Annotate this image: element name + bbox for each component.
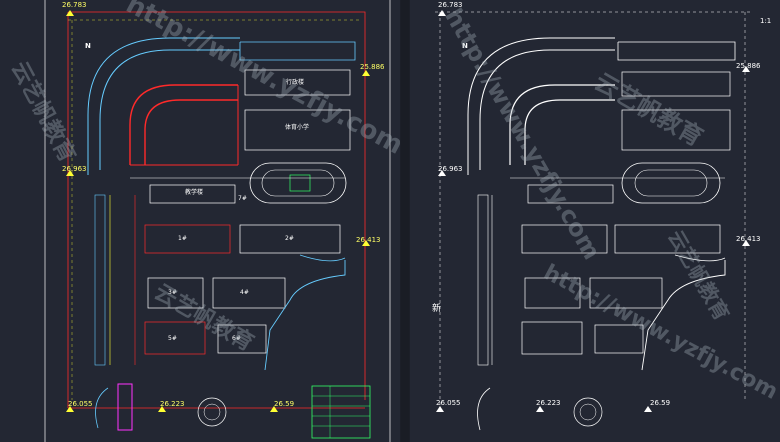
- viewport-divider[interactable]: [401, 0, 409, 442]
- label-long-bar: 教学楼: [185, 189, 204, 196]
- elevation-bottom-left-right: 26.055: [436, 399, 461, 407]
- elevation-bottom-right: 26.59: [274, 400, 295, 408]
- label-top-block: 行政楼: [286, 79, 305, 86]
- label-block-b: 2#: [285, 235, 294, 242]
- label-block-e: 5#: [168, 335, 177, 342]
- elevation-top-right: 25.886: [360, 63, 385, 71]
- elevation-mid-left: 26.963: [62, 165, 87, 173]
- side-character: 新: [432, 304, 442, 314]
- label-block-a: 1#: [178, 235, 187, 242]
- left-cad-viewport[interactable]: N 26.783 25.886 26.963 26.413 26.055 26.…: [0, 0, 400, 442]
- right-cad-viewport[interactable]: N 26.783 25.886 26.963 26.413 26.055 26.…: [410, 0, 780, 442]
- elevation-mid-right-right: 26.413: [736, 235, 761, 243]
- north-arrow-label-right: N: [462, 42, 468, 50]
- elevation-bottom-right-right: 26.59: [650, 399, 671, 407]
- label-block-c: 3#: [168, 289, 177, 296]
- elevation-bottom-mid: 26.223: [160, 400, 185, 408]
- elevation-top-left: 26.783: [62, 1, 87, 9]
- right-site-plan-drawing: [435, 10, 750, 431]
- north-arrow-label: N: [85, 42, 91, 50]
- elevation-mid-right: 26.413: [356, 236, 381, 244]
- label-block-g: 7#: [238, 195, 247, 202]
- elevation-bottom-mid-right: 26.223: [536, 399, 561, 407]
- label-sports-hall: 体育小学: [285, 124, 310, 131]
- elevation-mid-left-right: 26.963: [438, 165, 463, 173]
- label-block-f: 6#: [232, 335, 241, 342]
- left-site-plan-drawing: [44, 0, 391, 442]
- elevation-top-left-right: 26.783: [438, 1, 463, 9]
- label-block-d: 4#: [240, 289, 249, 296]
- elevation-bottom-left: 26.055: [68, 400, 93, 408]
- elevation-top-right-right: 25.886: [736, 62, 761, 70]
- scale-note: 1:1: [760, 17, 772, 25]
